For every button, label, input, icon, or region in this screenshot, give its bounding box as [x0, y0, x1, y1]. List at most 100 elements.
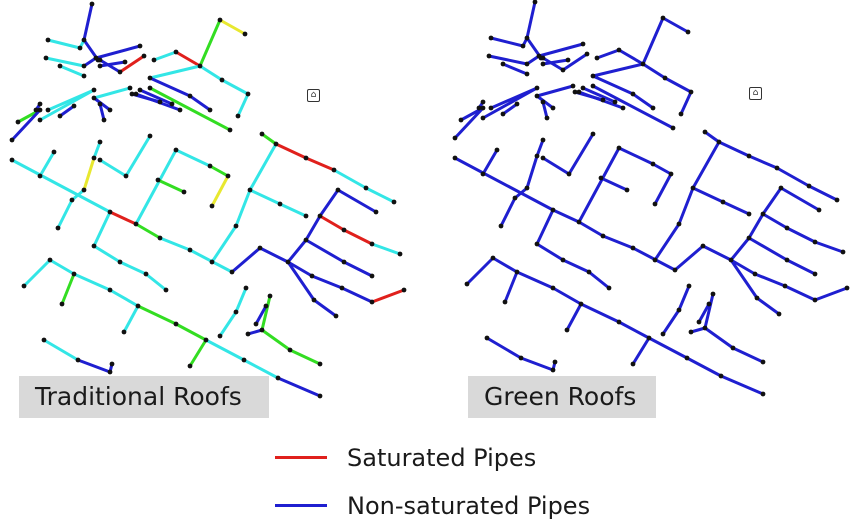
pipe-segment: [489, 36, 525, 48]
pipe-node: [784, 257, 790, 263]
pipe-node: [494, 147, 500, 153]
pipe-node: [452, 155, 458, 161]
pipe-segment: [230, 246, 262, 274]
pipe-segment: [58, 64, 86, 78]
pipe-segment: [697, 302, 711, 324]
pipe-node: [500, 61, 506, 67]
green-roofs-network: [452, 0, 850, 397]
pipe-segment: [198, 18, 222, 68]
pipe-segment: [340, 286, 374, 304]
pipe-node: [534, 85, 540, 91]
pipe-segment: [118, 54, 146, 74]
pipe-segment: [677, 186, 695, 226]
pipe-node: [157, 99, 163, 105]
pipe-node: [480, 105, 486, 111]
pipe-segment: [551, 208, 581, 224]
pipe-node: [391, 199, 397, 205]
pipe-segment: [561, 258, 591, 274]
pipe-node: [241, 357, 247, 363]
pipe-node: [540, 61, 546, 67]
pipe-segment: [525, 0, 537, 40]
pipe-segment: [148, 86, 232, 132]
pipe-node: [584, 51, 590, 57]
pipe-node: [754, 295, 760, 301]
pipe-segment: [318, 214, 346, 232]
pipe-segment: [198, 64, 224, 82]
pipe-node: [702, 129, 708, 135]
pipe-node: [137, 87, 143, 93]
pipe-node: [209, 259, 215, 265]
pipe-segment: [274, 142, 308, 160]
pipe-segment: [288, 348, 322, 366]
pipe-segment: [579, 302, 621, 324]
pipe-segment: [485, 336, 523, 360]
pipe-node: [135, 303, 141, 309]
pipe-node: [606, 285, 612, 291]
pipe-segment: [158, 236, 192, 252]
pipe-node: [173, 49, 179, 55]
pipe-node: [630, 91, 636, 97]
pipe-node: [157, 235, 163, 241]
pipe-node: [590, 73, 596, 79]
pipe-node: [570, 83, 576, 89]
pipe-node: [235, 113, 241, 119]
pipe-node: [524, 35, 530, 41]
pipe-node: [275, 375, 281, 381]
pipe-node: [774, 165, 780, 171]
pipe-node: [187, 247, 193, 253]
pipe-segment: [144, 272, 168, 292]
pipe-node: [534, 93, 540, 99]
pipe-segment: [370, 288, 406, 304]
pipe-node: [488, 35, 494, 41]
pipe-node: [540, 99, 546, 105]
pipe-node: [550, 105, 556, 111]
pipe-segment: [364, 186, 396, 204]
pipe-node: [55, 225, 61, 231]
pipe-node: [716, 139, 722, 145]
pipe-node: [518, 355, 524, 361]
pipe-segment: [685, 356, 723, 378]
pipe-node: [335, 187, 341, 193]
pipe-node: [812, 297, 818, 303]
pipe-node: [309, 273, 315, 279]
pipe-node: [369, 299, 375, 305]
pipe-node: [147, 85, 153, 91]
pipe-segment: [679, 90, 693, 116]
green-roofs-label: Green Roofs: [468, 376, 656, 418]
pipe-node: [540, 55, 546, 61]
pipe-segment: [148, 76, 192, 98]
pipe-node: [71, 103, 77, 109]
pipe-node: [580, 41, 586, 47]
pipe-node: [524, 61, 530, 67]
pipe-segment: [691, 186, 725, 204]
pipe-node: [51, 149, 57, 155]
pipe-node: [33, 107, 39, 113]
pipe-segment: [631, 92, 655, 110]
pipe-segment: [318, 188, 340, 218]
pipe-segment: [92, 244, 122, 264]
pipe-node: [285, 259, 291, 265]
pipe-node: [57, 113, 63, 119]
pipe-segment: [535, 138, 545, 158]
pipe-node: [247, 187, 253, 193]
pipe-node: [684, 355, 690, 361]
pipe-node: [45, 107, 51, 113]
pipe-node: [532, 0, 538, 5]
pipe-segment: [208, 164, 230, 178]
pipe-node: [169, 101, 175, 107]
pipe-node: [552, 359, 558, 365]
pipe-node: [229, 269, 235, 275]
pipe-segment: [22, 258, 52, 288]
pipe-node: [91, 95, 97, 101]
pipe-node: [670, 125, 676, 131]
pipe-segment: [631, 336, 651, 366]
pipe-node: [373, 209, 379, 215]
pipe-node: [728, 257, 734, 263]
pipe-node: [502, 299, 508, 305]
pipe-node: [486, 53, 492, 59]
pipe-node: [369, 273, 375, 279]
pipe-segment: [138, 88, 174, 106]
pipe-node: [233, 223, 239, 229]
pipe-segment: [689, 326, 707, 334]
